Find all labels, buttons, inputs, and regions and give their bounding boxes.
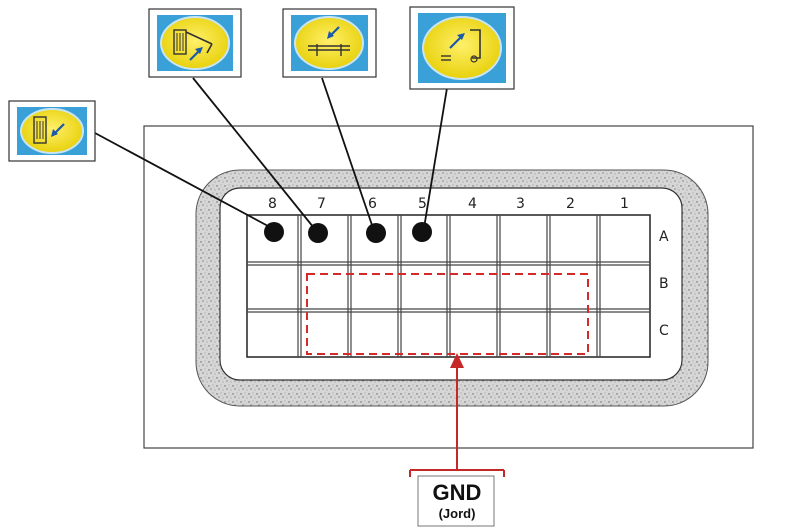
- pin-a5: [412, 222, 432, 242]
- leader-line-hull: [94, 132, 269, 227]
- column-label-6: 6: [368, 196, 377, 212]
- pin-grid: [246, 214, 651, 358]
- row-label-c: C: [659, 323, 669, 339]
- keel-sensor-icon: [308, 26, 350, 56]
- row-label-b: B: [659, 276, 669, 292]
- ground-sublabel: (Jord): [438, 506, 476, 521]
- keel-sensor-icon-box: [282, 8, 377, 78]
- leader-line-stern: [423, 87, 448, 229]
- row-label-a: A: [659, 229, 669, 245]
- ground-label-box: [417, 475, 495, 527]
- pin-grid-border: [246, 214, 651, 358]
- bow-sensor-icon: [173, 29, 213, 61]
- pin-a8: [264, 222, 284, 242]
- column-label-1: 1: [620, 196, 629, 212]
- leader-line-keel: [321, 77, 374, 229]
- ground-arrow: [409, 353, 505, 477]
- column-label-8: 8: [268, 196, 277, 212]
- hull-sensor-icon: [33, 116, 65, 144]
- stern-sensor-icon: [441, 29, 481, 63]
- column-label-2: 2: [566, 196, 575, 212]
- connector-inner: [219, 187, 683, 381]
- stern-sensor-icon-box: [409, 6, 515, 90]
- column-label-5: 5: [418, 196, 427, 212]
- hull-sensor-icon-box: [8, 100, 96, 162]
- bow-sensor-icon-box: [148, 8, 242, 78]
- column-label-7: 7: [317, 196, 326, 212]
- leader-line-bow: [192, 77, 315, 229]
- ground-pins-region: [306, 273, 589, 355]
- ground-label: GND: [432, 480, 482, 505]
- column-label-4: 4: [468, 196, 477, 212]
- pin-a7: [308, 223, 328, 243]
- column-label-3: 3: [516, 196, 525, 212]
- pin-a6: [366, 223, 386, 243]
